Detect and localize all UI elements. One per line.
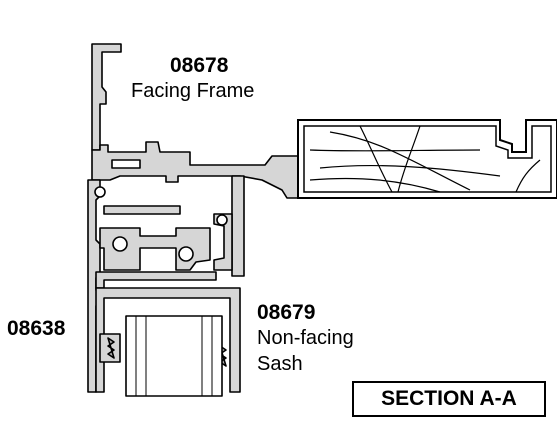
sash-name-line1: Non-facing (257, 327, 354, 349)
gasket-left (107, 337, 115, 359)
middle-clip (103, 205, 181, 215)
facing-frame-part-number: 08678 (170, 54, 229, 77)
screw-boss-3 (94, 186, 106, 198)
screw-boss-1 (112, 236, 128, 252)
mid-rail (95, 271, 217, 289)
facing-frame-chamber (111, 159, 141, 169)
screw-boss-2 (178, 246, 194, 262)
glass-pane (125, 315, 223, 397)
screw-boss-4 (216, 214, 228, 226)
section-label: SECTION A-A (381, 387, 517, 410)
facing-frame-right-leg (231, 175, 245, 277)
sash-tongue (213, 213, 233, 271)
left-part-number: 08638 (7, 317, 66, 340)
sash-name-line2: Sash (257, 353, 303, 375)
wood-jamb (297, 119, 557, 199)
sash-08679 (95, 287, 241, 393)
section-label-box: SECTION A-A (352, 381, 546, 417)
facing-frame-body (91, 141, 299, 199)
facing-frame-name: Facing Frame (131, 80, 255, 102)
facing-frame-top-flange (91, 43, 122, 151)
sash-part-number: 08679 (257, 301, 316, 324)
